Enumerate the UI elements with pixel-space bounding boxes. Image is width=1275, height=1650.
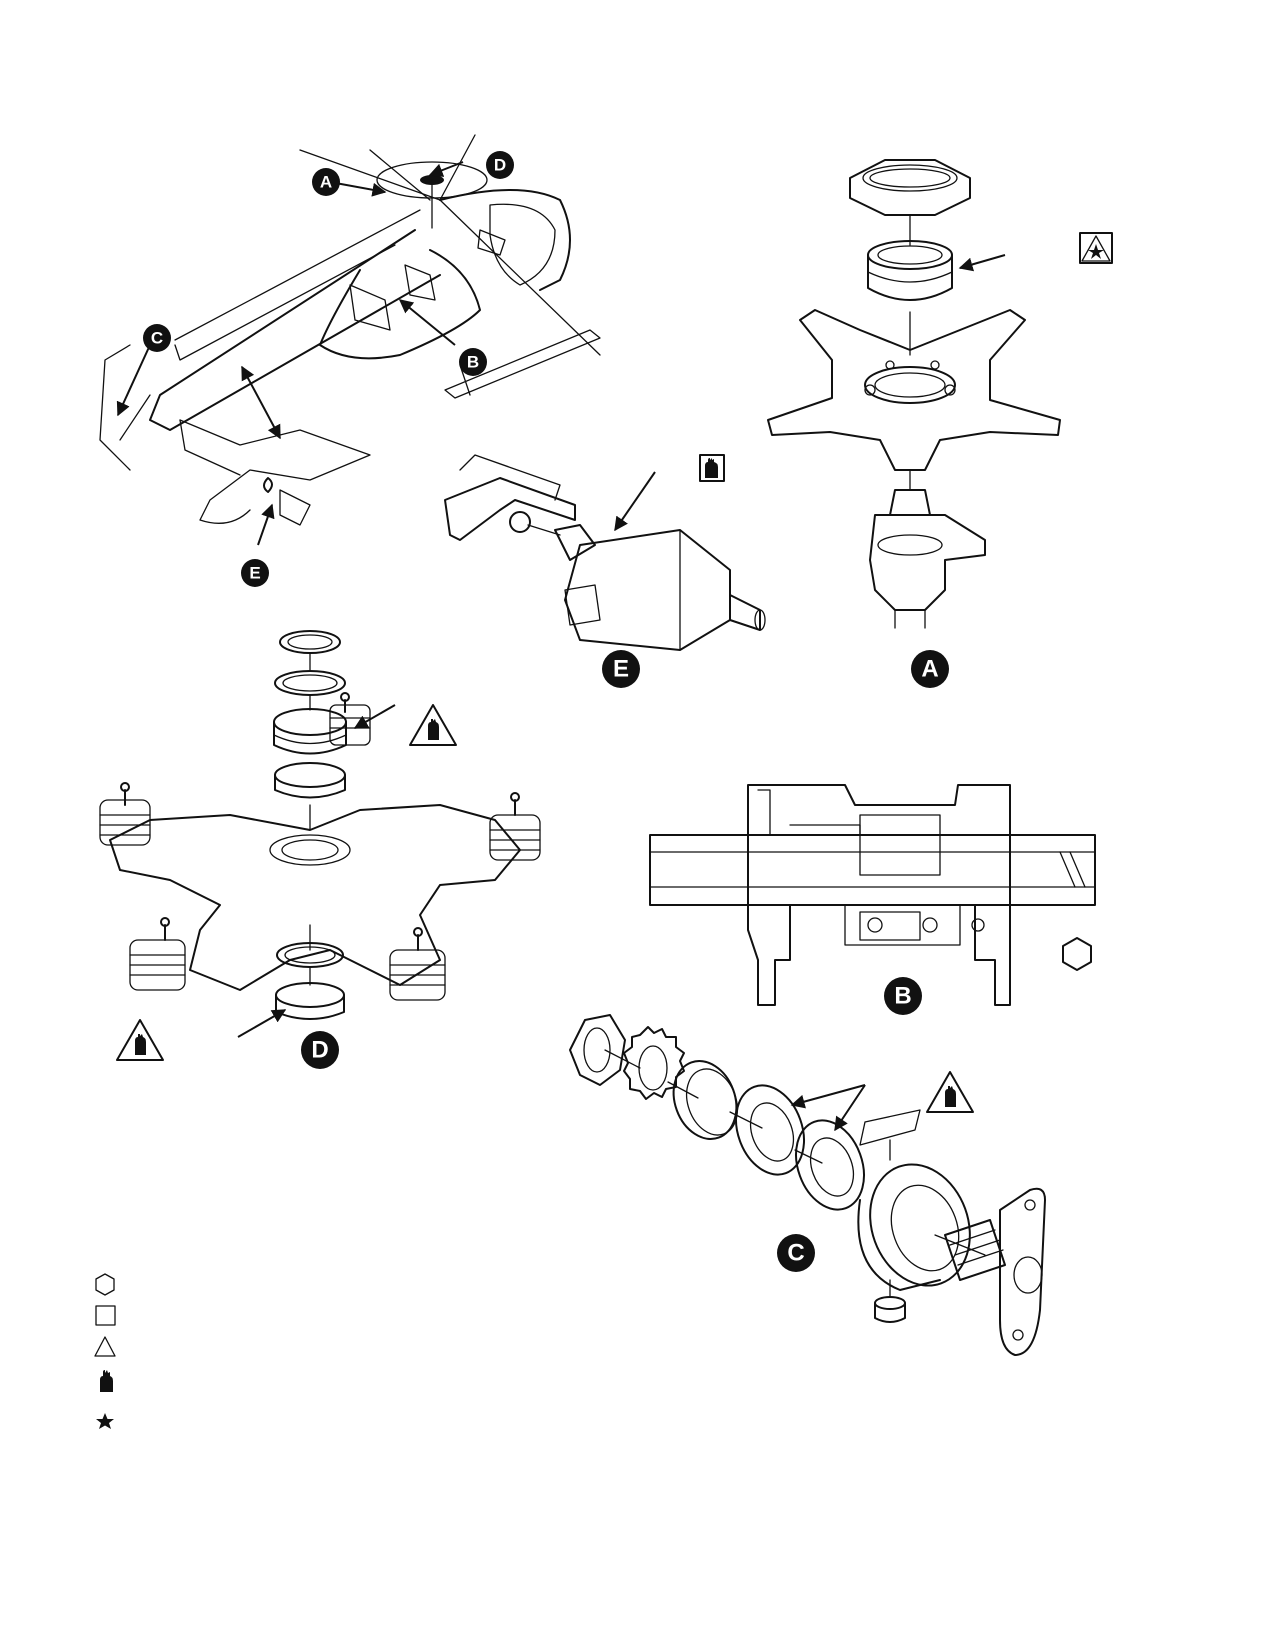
detail-b-drawing [649, 784, 1096, 1006]
hand-icon [100, 1370, 113, 1392]
svg-text:B: B [467, 353, 479, 372]
svg-text:C: C [787, 1240, 804, 1267]
hexagon-symbol [1062, 937, 1092, 971]
star-icon [96, 1413, 114, 1429]
detail-d-drawing [99, 630, 541, 1061]
warning-triangle-icon [926, 1071, 974, 1113]
callout-e-small: E [241, 559, 269, 587]
detail-c-drawing [569, 1014, 1046, 1356]
callout-c-large: C [777, 1234, 815, 1272]
helicopter-overview [99, 134, 601, 546]
svg-text:D: D [311, 1037, 328, 1064]
svg-text:B: B [894, 983, 911, 1010]
detail-a-drawing [767, 159, 1061, 629]
callout-b-small: B [459, 348, 487, 376]
star-triangle-symbol [1079, 232, 1113, 264]
callout-d-large: D [301, 1031, 339, 1069]
svg-text:A: A [320, 173, 332, 192]
callout-e-large: E [602, 650, 640, 688]
square-icon [95, 1305, 116, 1326]
svg-text:E: E [613, 656, 629, 683]
svg-text:D: D [494, 156, 506, 175]
detail-e-drawing [444, 454, 766, 651]
triangle-icon [94, 1336, 116, 1357]
svg-text:E: E [249, 564, 260, 583]
callout-b-large: B [884, 977, 922, 1015]
callout-c-small: C [143, 324, 171, 352]
callout-a-large: A [911, 650, 949, 688]
warning-triangle-icon [409, 704, 457, 746]
legend [94, 1273, 116, 1429]
warning-triangle-icon [116, 1019, 164, 1061]
callout-a-small: A [312, 168, 340, 196]
callout-d-small: D [486, 151, 514, 179]
hexagon-icon [95, 1273, 115, 1296]
svg-text:A: A [921, 656, 938, 683]
svg-text:C: C [151, 329, 163, 348]
